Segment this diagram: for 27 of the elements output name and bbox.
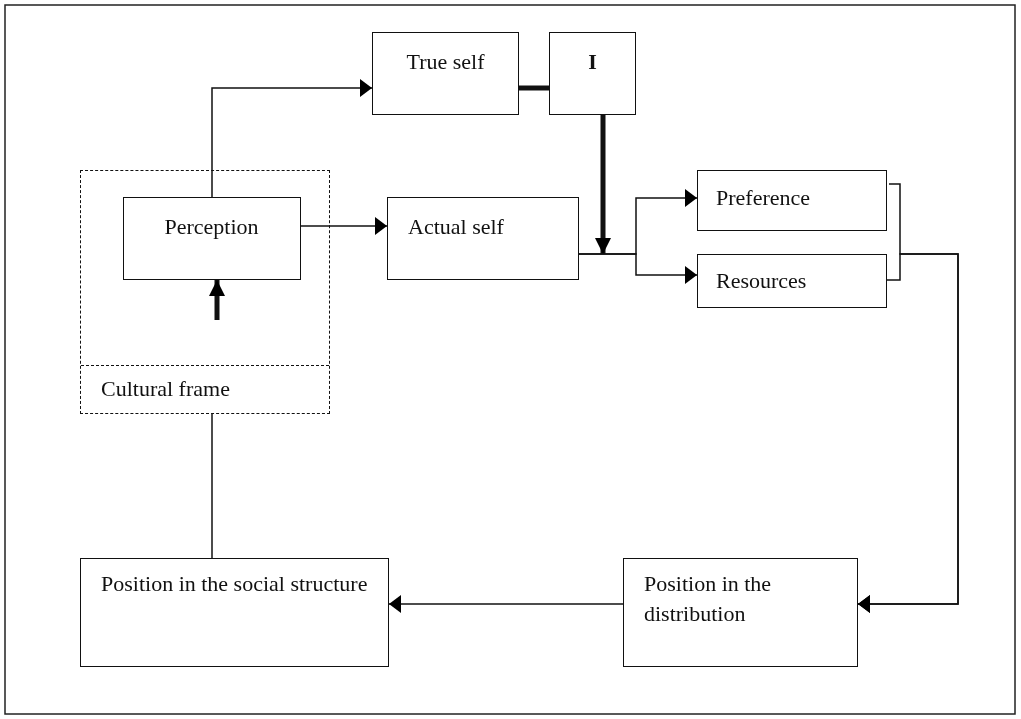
box-label: Resources bbox=[716, 267, 808, 295]
frame-label: Cultural frame bbox=[81, 365, 329, 413]
box-label: Position in the distribution bbox=[644, 570, 773, 628]
connector-line bbox=[211, 413, 213, 559]
process-box bbox=[387, 197, 579, 280]
frame-box bbox=[80, 170, 330, 414]
arrow bbox=[578, 253, 698, 284]
connector-line bbox=[519, 85, 549, 91]
box-label: Preference bbox=[716, 184, 812, 212]
process-box bbox=[372, 32, 519, 115]
box-label: Perception bbox=[163, 212, 260, 241]
process-box bbox=[697, 170, 887, 231]
arrow bbox=[300, 217, 388, 235]
process-box bbox=[122, 196, 301, 280]
box-label: True self bbox=[405, 48, 486, 76]
arrow bbox=[211, 79, 373, 198]
box-label: I bbox=[587, 48, 598, 76]
arrow bbox=[857, 253, 959, 613]
process-box bbox=[549, 32, 636, 115]
process-box bbox=[697, 254, 887, 308]
process-box bbox=[80, 558, 389, 667]
process-box bbox=[623, 558, 858, 667]
arrow bbox=[595, 115, 611, 254]
box-label: Actual self bbox=[408, 213, 505, 241]
arrow bbox=[388, 595, 624, 613]
box-label: Position in the social structure bbox=[101, 570, 368, 598]
arrow bbox=[209, 280, 225, 320]
